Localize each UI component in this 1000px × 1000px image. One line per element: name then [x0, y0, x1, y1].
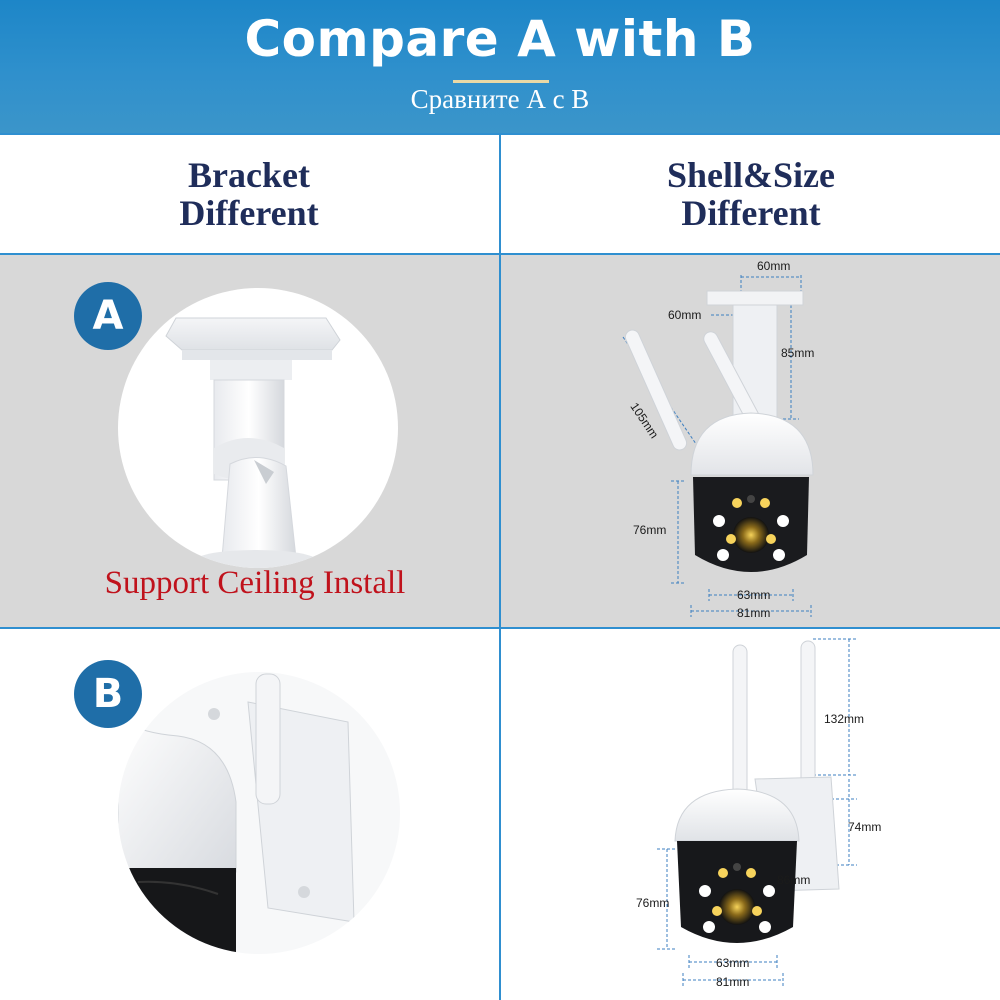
dim-b-lens-height: 76mm: [636, 896, 670, 910]
page-subtitle: Сравните А с В: [410, 84, 590, 114]
dim-b-mount-depth: 86mm: [777, 873, 811, 887]
header-banner: Compare A with B Сравните А с В: [0, 0, 1000, 133]
dim-a-top-width: 60mm: [757, 259, 791, 273]
column-heading-line: Shell&Size: [667, 155, 835, 195]
camera-b-diagram: [657, 638, 857, 987]
badge-b: B: [74, 660, 142, 728]
wall-bracket-photo: [118, 672, 400, 954]
dim-a-lens-height: 76mm: [633, 523, 667, 537]
dim-a-lens-width: 63mm: [737, 588, 771, 602]
dim-b-body-width: 81mm: [716, 975, 750, 989]
badge-a: A: [74, 282, 142, 350]
wall-bracket-image: [118, 672, 400, 954]
dim-b-antenna-height: 132mm: [824, 712, 865, 726]
dim-a-bracket-depth: 60mm: [668, 308, 702, 322]
column-heading-shell: Shell&Size Different: [502, 135, 1000, 253]
ceiling-install-caption: Support Ceiling Install: [104, 565, 406, 601]
grid-line-vertical: [499, 133, 501, 1000]
column-heading-bracket: Bracket Different: [0, 135, 498, 253]
dim-a-body-width: 81mm: [737, 606, 771, 620]
column-heading-line: Different: [681, 193, 821, 233]
page-title: Compare A with B: [244, 10, 756, 68]
column-heading-line: Bracket: [188, 155, 310, 195]
ceiling-bracket-photo: [118, 288, 398, 568]
camera-a-diagram: [622, 275, 814, 617]
title-divider: [453, 80, 549, 83]
dim-b-mount-height: 74mm: [848, 820, 882, 834]
dim-b-lens-width: 63mm: [716, 956, 750, 970]
column-heading-line: Different: [179, 193, 319, 233]
ceiling-bracket-image: [165, 317, 341, 568]
dim-a-bracket-height: 85mm: [781, 346, 815, 360]
